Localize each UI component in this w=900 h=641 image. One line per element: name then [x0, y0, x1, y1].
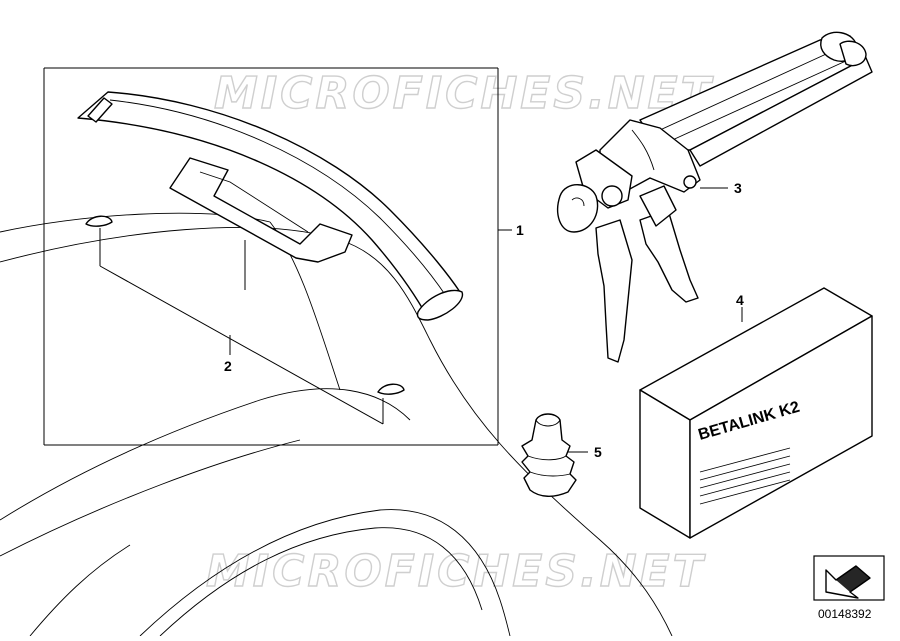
callout-4: 4: [736, 292, 744, 308]
rear-spoiler: [77, 91, 464, 321]
rubber-buffer: [521, 413, 577, 497]
callout-3: 3: [734, 180, 742, 196]
spoiler-frame: [43, 67, 499, 446]
gun-pivot: [601, 185, 623, 207]
watermark-bottom: MICROFICHES.NET: [206, 546, 706, 597]
car-body-outline: [0, 212, 673, 637]
callout-1: 1: [516, 222, 524, 238]
dispensing-gun: [556, 31, 873, 363]
watermark-top: MICROFICHES.NET: [214, 68, 714, 119]
callout-2: 2: [224, 358, 232, 374]
betalink-box: BETALINK K2: [639, 287, 873, 539]
callout-5: 5: [594, 444, 602, 460]
corner-icon-box: [813, 555, 885, 601]
diagram-number: 00148392: [818, 607, 872, 621]
seal-pads: [85, 215, 405, 425]
box-print-lines: [699, 447, 791, 505]
